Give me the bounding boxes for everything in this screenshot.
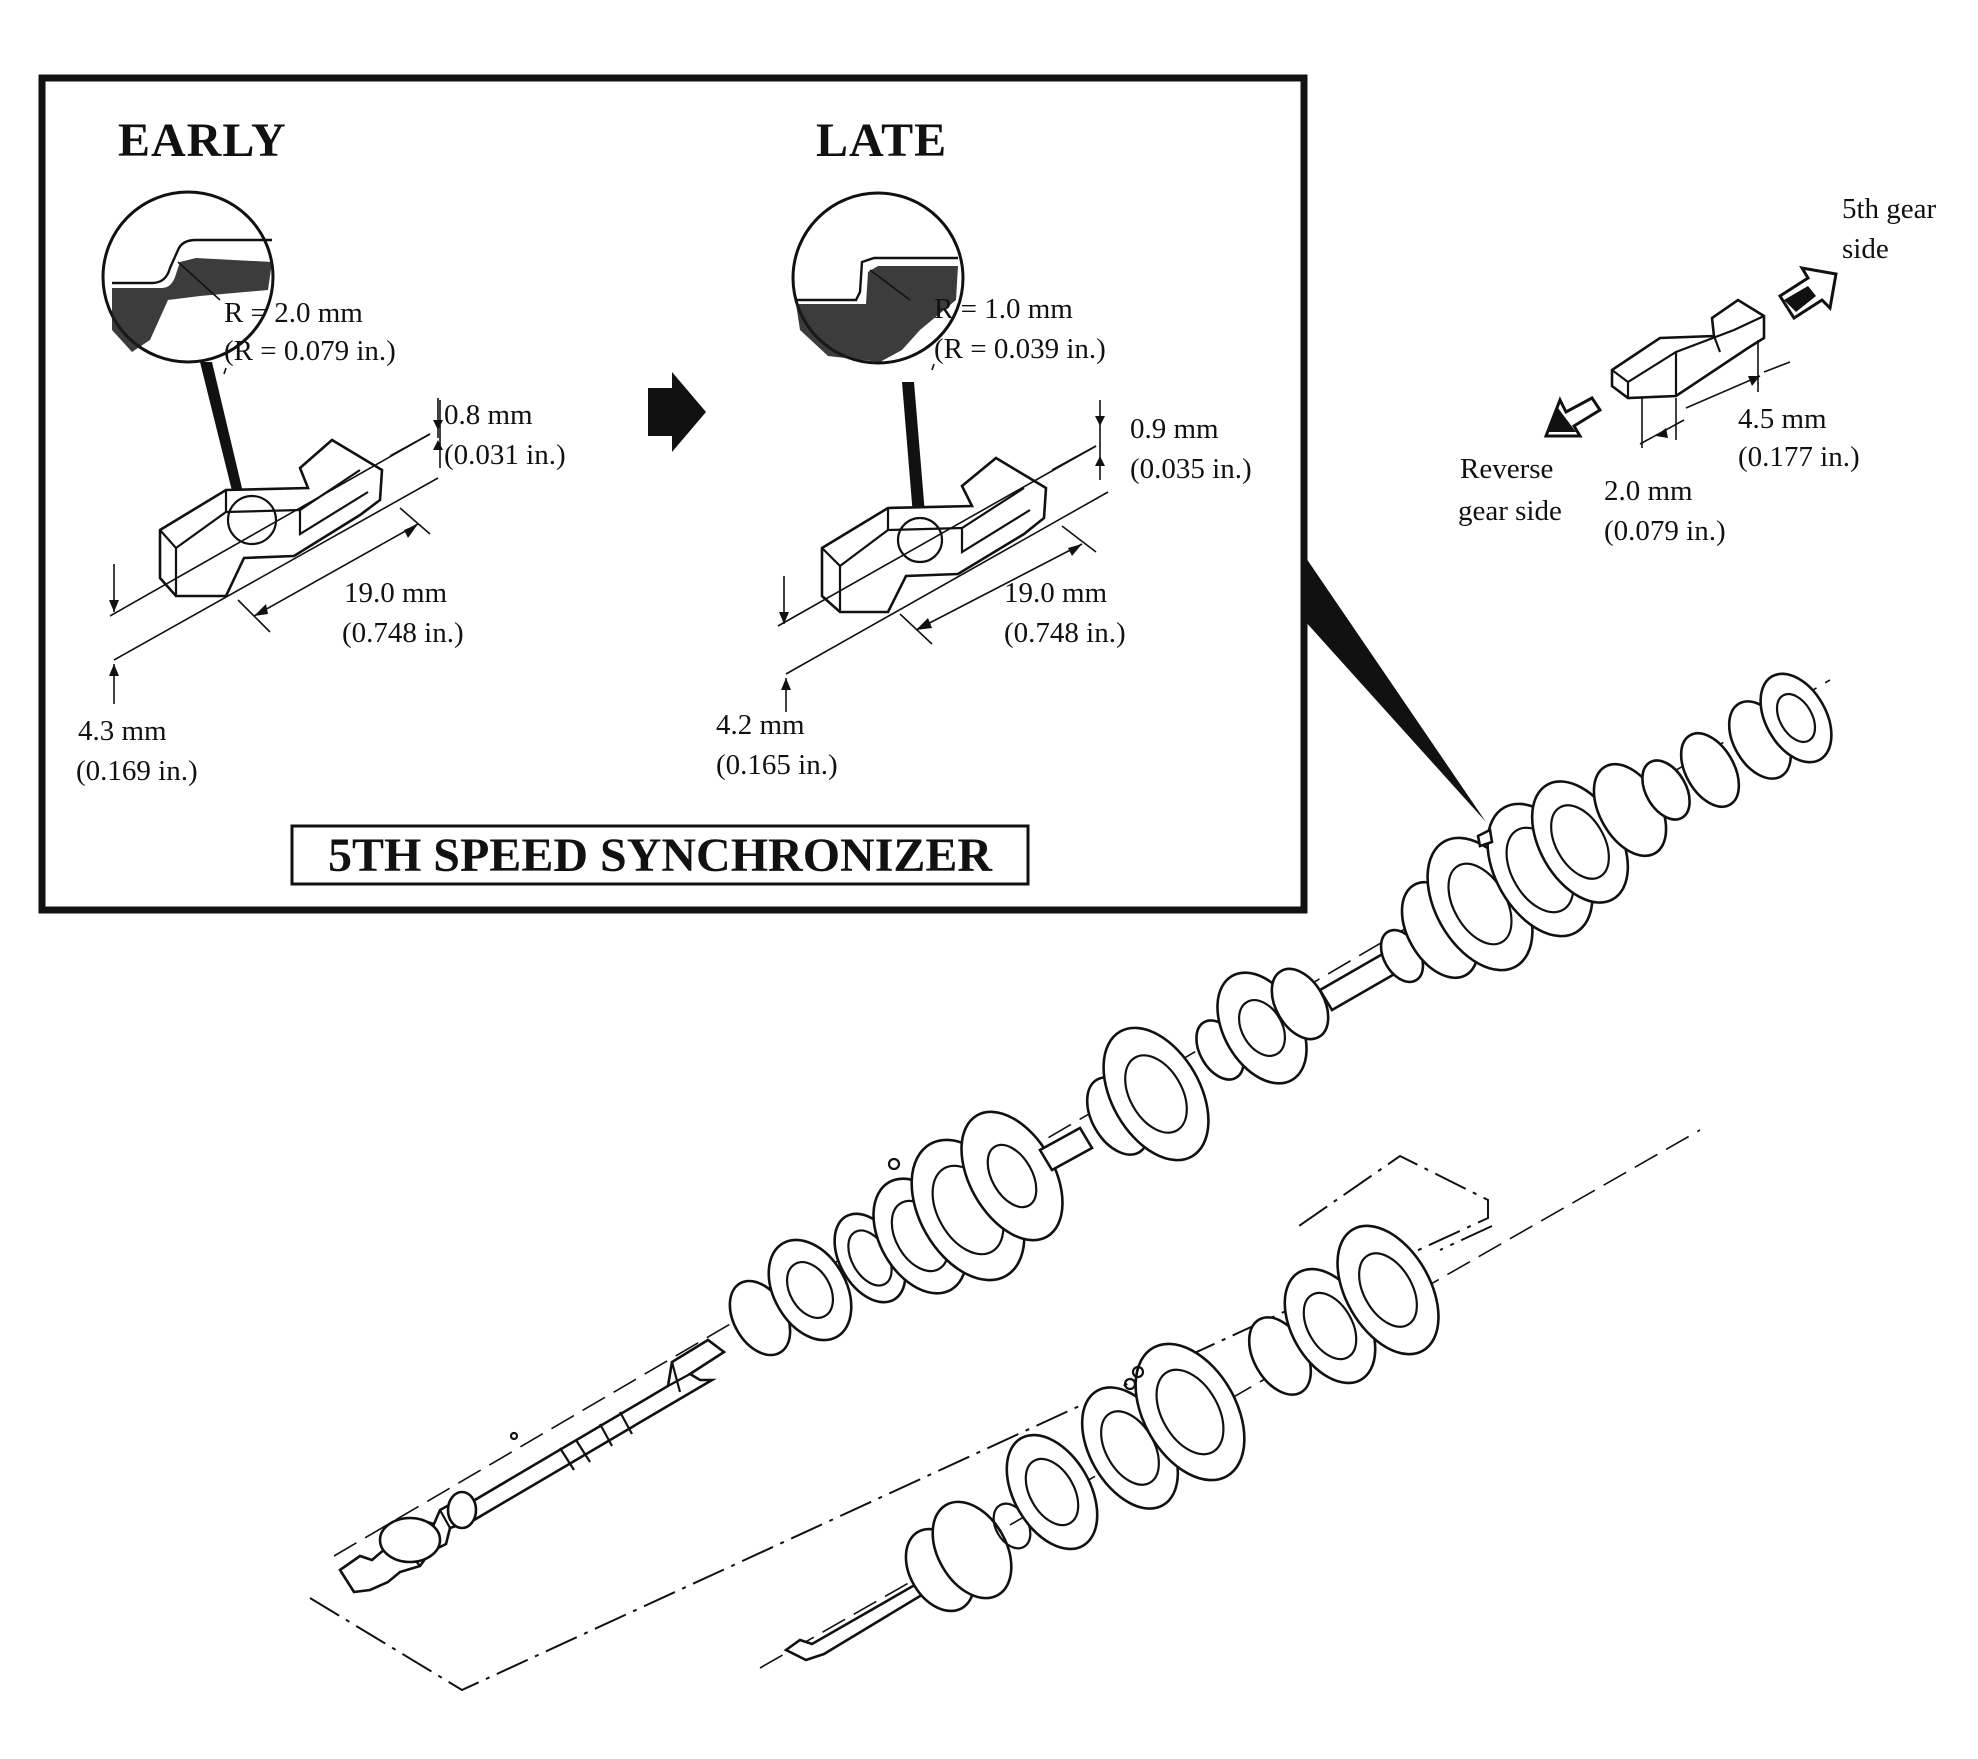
early-magnifier-icon <box>101 190 275 364</box>
label-inset-late-length-in: (0.748 in.) <box>1004 617 1126 649</box>
countershaft <box>783 1500 1032 1662</box>
late-column: LATE R = 1.0 mm (R = 0.039 in.) 0.9 mm <box>716 114 1252 781</box>
early-heading: EARLY <box>118 114 287 167</box>
mainshaft-exploded-view <box>309 672 1833 1692</box>
label-inset-late-height-mm: 0.9 mm <box>1130 413 1219 445</box>
label-inset-early-length-mm: 19.0 mm <box>344 577 448 609</box>
gear-5th <box>1592 672 1833 858</box>
arrow-right-icon <box>648 372 706 452</box>
sleeve-hub-1 <box>872 1138 1026 1295</box>
late-heading: LATE <box>816 114 947 167</box>
counter-gear-1 <box>1005 1342 1246 1551</box>
inset-title: 5TH SPEED SYNCHRONIZER <box>290 824 1030 886</box>
key-orientation-detail: 5th gear side 4.5 mm (0.177 in.) 2.0 mm … <box>1458 193 1937 547</box>
label-key-detail-fifth-side-2: side <box>1842 233 1889 265</box>
label-inset-late-width-mm: 4.2 mm <box>716 709 805 741</box>
label-inset-early-length-in: (0.748 in.) <box>342 617 464 649</box>
label-inset-early-width-mm: 4.3 mm <box>78 715 167 747</box>
gear-3 <box>1085 1026 1210 1162</box>
label-inset-late-length-mm: 19.0 mm <box>1004 577 1108 609</box>
label-inset-late-radius-in: (R = 0.039 in.) <box>934 333 1106 365</box>
label-key-detail-width-in: (0.177 in.) <box>1738 441 1860 473</box>
label-key-detail-step-in: (0.079 in.) <box>1604 515 1726 547</box>
label-inset-early-radius-in: (R = 0.079 in.) <box>224 335 396 367</box>
label-inset-title: 5TH SPEED SYNCHRONIZER <box>328 829 993 882</box>
label-inset-early-radius-mm: R = 2.0 mm <box>224 297 363 329</box>
label-key-detail-fifth-side-1: 5th gear <box>1842 193 1937 225</box>
early-column: EARLY R = 2.0 mm (R = 0.079 in.) <box>76 114 566 787</box>
label-key-detail-width-mm: 4.5 mm <box>1738 403 1827 435</box>
early-key-block <box>158 438 384 598</box>
label-inset-late-radius-mm: R = 1.0 mm <box>934 293 1073 325</box>
label-key-detail-reverse-side-1: Reverse <box>1460 453 1553 485</box>
bearing-center <box>1195 967 1330 1085</box>
label-inset-late-height-in: (0.035 in.) <box>1130 453 1252 485</box>
late-magnifier-icon <box>791 191 965 365</box>
counter-gear-2 <box>1247 1224 1440 1396</box>
gear-2 <box>960 1110 1094 1242</box>
label-key-detail-reverse-side-2: gear side <box>1458 495 1562 527</box>
key-block-detail <box>1610 298 1766 400</box>
label-inset-late-width-in: (0.165 in.) <box>716 749 838 781</box>
late-key-block <box>820 456 1048 614</box>
label-key-detail-step-mm: 2.0 mm <box>1604 475 1693 507</box>
label-inset-early-height-in: (0.031 in.) <box>444 439 566 471</box>
gear-1 <box>728 1238 853 1357</box>
label-inset-early-height-mm: 0.8 mm <box>444 399 533 431</box>
label-inset-early-width-in: (0.169 in.) <box>76 755 198 787</box>
